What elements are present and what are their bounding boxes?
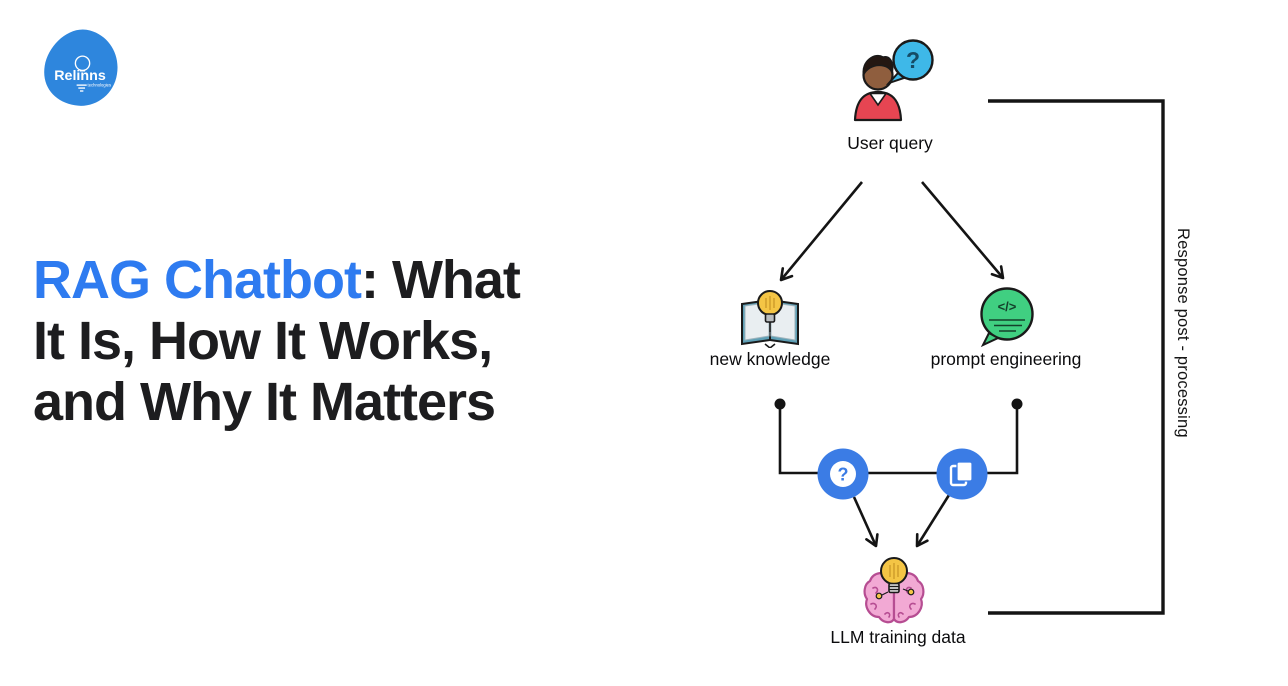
copy-pages-icon	[949, 461, 973, 487]
book-lightbulb-icon	[741, 290, 799, 348]
title-highlight: RAG Chatbot	[33, 250, 362, 310]
llm-training-data-label: LLM training data	[830, 627, 966, 647]
svg-text:?: ?	[906, 47, 920, 73]
lightbulb-icon	[74, 55, 91, 92]
prompt-engineering-label: prompt engineering	[930, 349, 1082, 369]
response-bracket-line	[988, 99, 1165, 615]
relinns-logo: Relinns technologies	[44, 29, 118, 106]
logo-sub-text: technologies	[88, 82, 112, 87]
logo-blob	[44, 29, 118, 106]
question-mark-icon	[830, 461, 856, 487]
brain-lightbulb-icon	[863, 557, 925, 624]
person-question-bubble-icon: ?	[853, 39, 934, 122]
arrow-user-to-knowledge	[779, 181, 864, 282]
arrow-copy-to-llm	[915, 494, 951, 548]
arrow-question-to-llm	[852, 496, 879, 548]
copy-badge	[936, 448, 988, 500]
prompt-dot	[1011, 398, 1023, 410]
svg-text:?: ?	[838, 465, 849, 485]
new-knowledge-label: new knowledge	[709, 349, 831, 369]
merge-bar-line	[778, 404, 1019, 475]
title-rest: : What It Is, How It Works, and Why It M…	[33, 250, 521, 432]
question-badge: ?	[817, 448, 869, 500]
code-speech-bubble-icon: </>	[980, 287, 1034, 348]
response-post-processing-label: Response post - processing	[1174, 228, 1192, 438]
knowledge-dot	[774, 398, 786, 410]
arrow-user-to-prompt	[921, 181, 1005, 280]
page-title: RAG Chatbot: What It Is, How It Works, a…	[33, 250, 548, 433]
svg-text:</>: </>	[998, 299, 1017, 314]
user-query-label: User query	[847, 133, 933, 153]
logo-brand-text: Relinns	[54, 68, 106, 84]
